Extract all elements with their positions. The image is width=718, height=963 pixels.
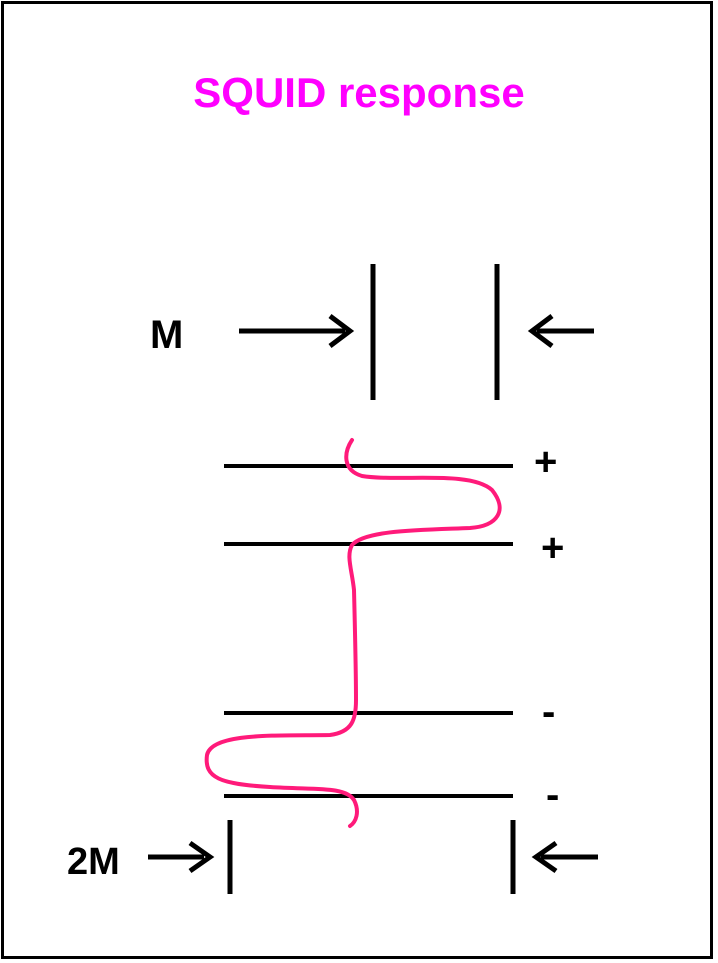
squid-response-curve bbox=[204, 438, 502, 828]
coil-sign-2: + bbox=[541, 526, 565, 570]
left-arrow-icon bbox=[531, 840, 598, 874]
magnet-2m bbox=[227, 820, 516, 894]
magnet-m bbox=[370, 264, 500, 400]
right-arrow-icon bbox=[148, 840, 215, 874]
magnet-m-label: M bbox=[150, 313, 184, 357]
pickup-coils bbox=[224, 464, 513, 798]
left-arrow-icon bbox=[527, 314, 594, 348]
diagram-title: SQUID response bbox=[193, 69, 525, 116]
coil-sign-1: + bbox=[534, 440, 558, 484]
coil-sign-3: - bbox=[542, 690, 556, 734]
magnet-2m-label: 2M bbox=[67, 841, 120, 883]
right-arrow-icon bbox=[239, 314, 355, 348]
coil-sign-4: - bbox=[546, 773, 560, 817]
